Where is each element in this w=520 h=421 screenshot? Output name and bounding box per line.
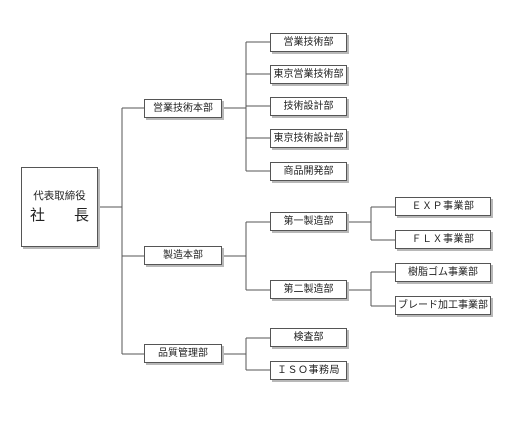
dept-iso-office: ＩＳＯ事務局 <box>270 361 347 380</box>
dept-tokyo-sales-engineering: 東京営業技術部 <box>270 65 347 84</box>
dept-inspection: 検査部 <box>270 328 347 347</box>
section-exp: ＥＸＰ事業部 <box>395 197 491 216</box>
president-name: 社 長 <box>29 206 96 225</box>
dept-sales-engineering: 営業技術部 <box>270 33 347 52</box>
dept-technical-design: 技術設計部 <box>270 97 347 116</box>
dept-second-manufacturing: 第二製造部 <box>270 280 347 299</box>
dept-product-development: 商品開発部 <box>270 162 347 181</box>
division-quality-control: 品質管理部 <box>144 344 222 363</box>
section-flx: ＦＬＸ事業部 <box>395 230 491 249</box>
president-title: 代表取締役 <box>33 189 86 202</box>
division-sales-engineering: 営業技術本部 <box>144 99 222 118</box>
section-resin-rubber: 樹脂ゴム事業部 <box>395 263 491 282</box>
dept-first-manufacturing: 第一製造部 <box>270 212 347 231</box>
president-box: 代表取締役 社 長 <box>21 167 98 247</box>
dept-tokyo-technical-design: 東京技術設計部 <box>270 129 347 148</box>
section-blade-processing: ブレード加工事業部 <box>395 296 491 315</box>
division-manufacturing: 製造本部 <box>144 246 222 265</box>
